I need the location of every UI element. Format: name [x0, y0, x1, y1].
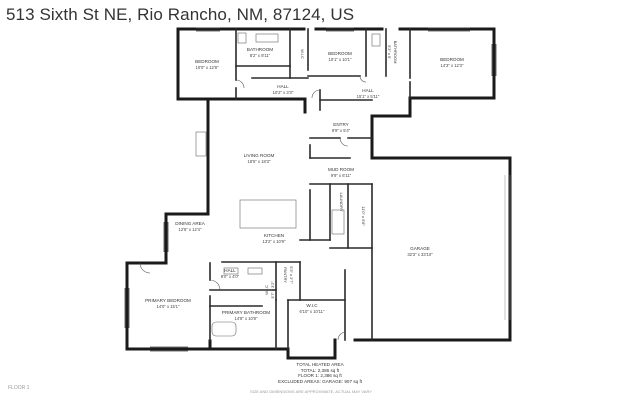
bedroom-1-name: BEDROOM [195, 59, 219, 64]
laundry-name: LAUNDRY [339, 192, 344, 211]
wic-3-name: W.I.C [264, 285, 269, 295]
totals-total: TOTAL: 2,386 sq ft [300, 367, 340, 373]
bedroom-3-dims: 14'3" x 12'3" [441, 63, 464, 68]
living-room-name: LIVING ROOM [244, 153, 275, 158]
mud-room-name: MUD ROOM [328, 167, 354, 172]
bedroom-1-dims: 10'0" x 12'8" [196, 65, 219, 70]
wic-3-dims: 3'7" x 3'2" [270, 281, 275, 299]
hall-1-name: HALL [277, 84, 289, 89]
entry-dims: 9'9" x 5'4" [332, 128, 351, 133]
hall-2-name: HALL [362, 88, 374, 93]
room-labels: BEDROOM 10'0" x 12'8" BATHROOM 8'2" x 8'… [145, 41, 464, 321]
hall-2-dims: 15'1" x 5'11" [357, 94, 380, 99]
hall-1-dims: 10'2" x 3'3" [273, 90, 294, 95]
living-room-dims: 18'5" x 18'3" [248, 159, 271, 164]
pantry-dims: 5'3" x 2'7" [289, 266, 294, 284]
primary-bathroom-dims: 14'8" x 10'8" [235, 316, 258, 321]
dining-area-name: DINING AREA [175, 221, 206, 226]
garage-door [504, 175, 511, 320]
interior-walls [209, 28, 411, 350]
bedroom-2-name: BEDROOM [328, 51, 352, 56]
bathroom-1-dims: 8'2" x 8'11" [250, 53, 271, 58]
primary-bedroom-name: PRIMARY BEDROOM [145, 298, 191, 303]
bedroom-3-name: BEDROOM [440, 57, 464, 62]
area-totals: TOTAL HEATED AREA TOTAL: 2,386 sq ft FLO… [270, 362, 370, 384]
entry-name: ENTRY [333, 122, 349, 127]
disclaimer: SIZE AND DIMENSIONS ARE APPROXIMATE, ACT… [250, 389, 372, 394]
mud-room-dims: 9'9" x 6'11" [331, 173, 352, 178]
primary-bedroom-dims: 14'0" x 15'1" [157, 304, 180, 309]
wic-2-name: W.I.C [306, 303, 318, 308]
pantry-name: PANTRY [283, 267, 288, 283]
bathroom-2-name: BATHROOM [393, 41, 398, 64]
bathroom-2-dims: 5'3" x 9' [387, 45, 392, 59]
laundry-dims: 11'0" x 5'8" [361, 206, 366, 226]
windows [124, 27, 497, 352]
totals-floor: FLOOR 1: 2,386 sq ft [298, 373, 342, 379]
dining-area-dims: 12'6" x 12'4" [179, 227, 202, 232]
garage-dims: 32'3" x 33'10" [407, 252, 433, 257]
address-title: 513 Sixth St NE, Rio Rancho, NM, 87124, … [6, 5, 355, 24]
totals-excluded: EXCLUDED AREAS: GARAGE: 907 sq ft [278, 378, 362, 384]
kitchen-name: KITCHEN [264, 233, 284, 238]
bathroom-1-name: BATHROOM [247, 47, 273, 52]
hall-3-dims: 8'0" x 4'0" [221, 274, 240, 279]
door-swings [139, 75, 367, 341]
kitchen-dims: 13'2" x 10'9" [263, 239, 286, 244]
garage-name: GARAGE [410, 246, 430, 251]
totals-heading: TOTAL HEATED AREA [296, 362, 344, 367]
wic-2-dims: 6'10" x 10'11" [300, 309, 325, 314]
floor-label: FLOOR 1 [8, 385, 30, 391]
primary-bathroom-name: PRIMARY BATHROOM [222, 310, 270, 315]
bedroom-2-dims: 10'1" x 10'1" [329, 57, 352, 62]
wic-1-name: W.I.C [300, 49, 305, 59]
hall-3-name: HALL [224, 268, 236, 273]
fixtures [195, 32, 381, 337]
